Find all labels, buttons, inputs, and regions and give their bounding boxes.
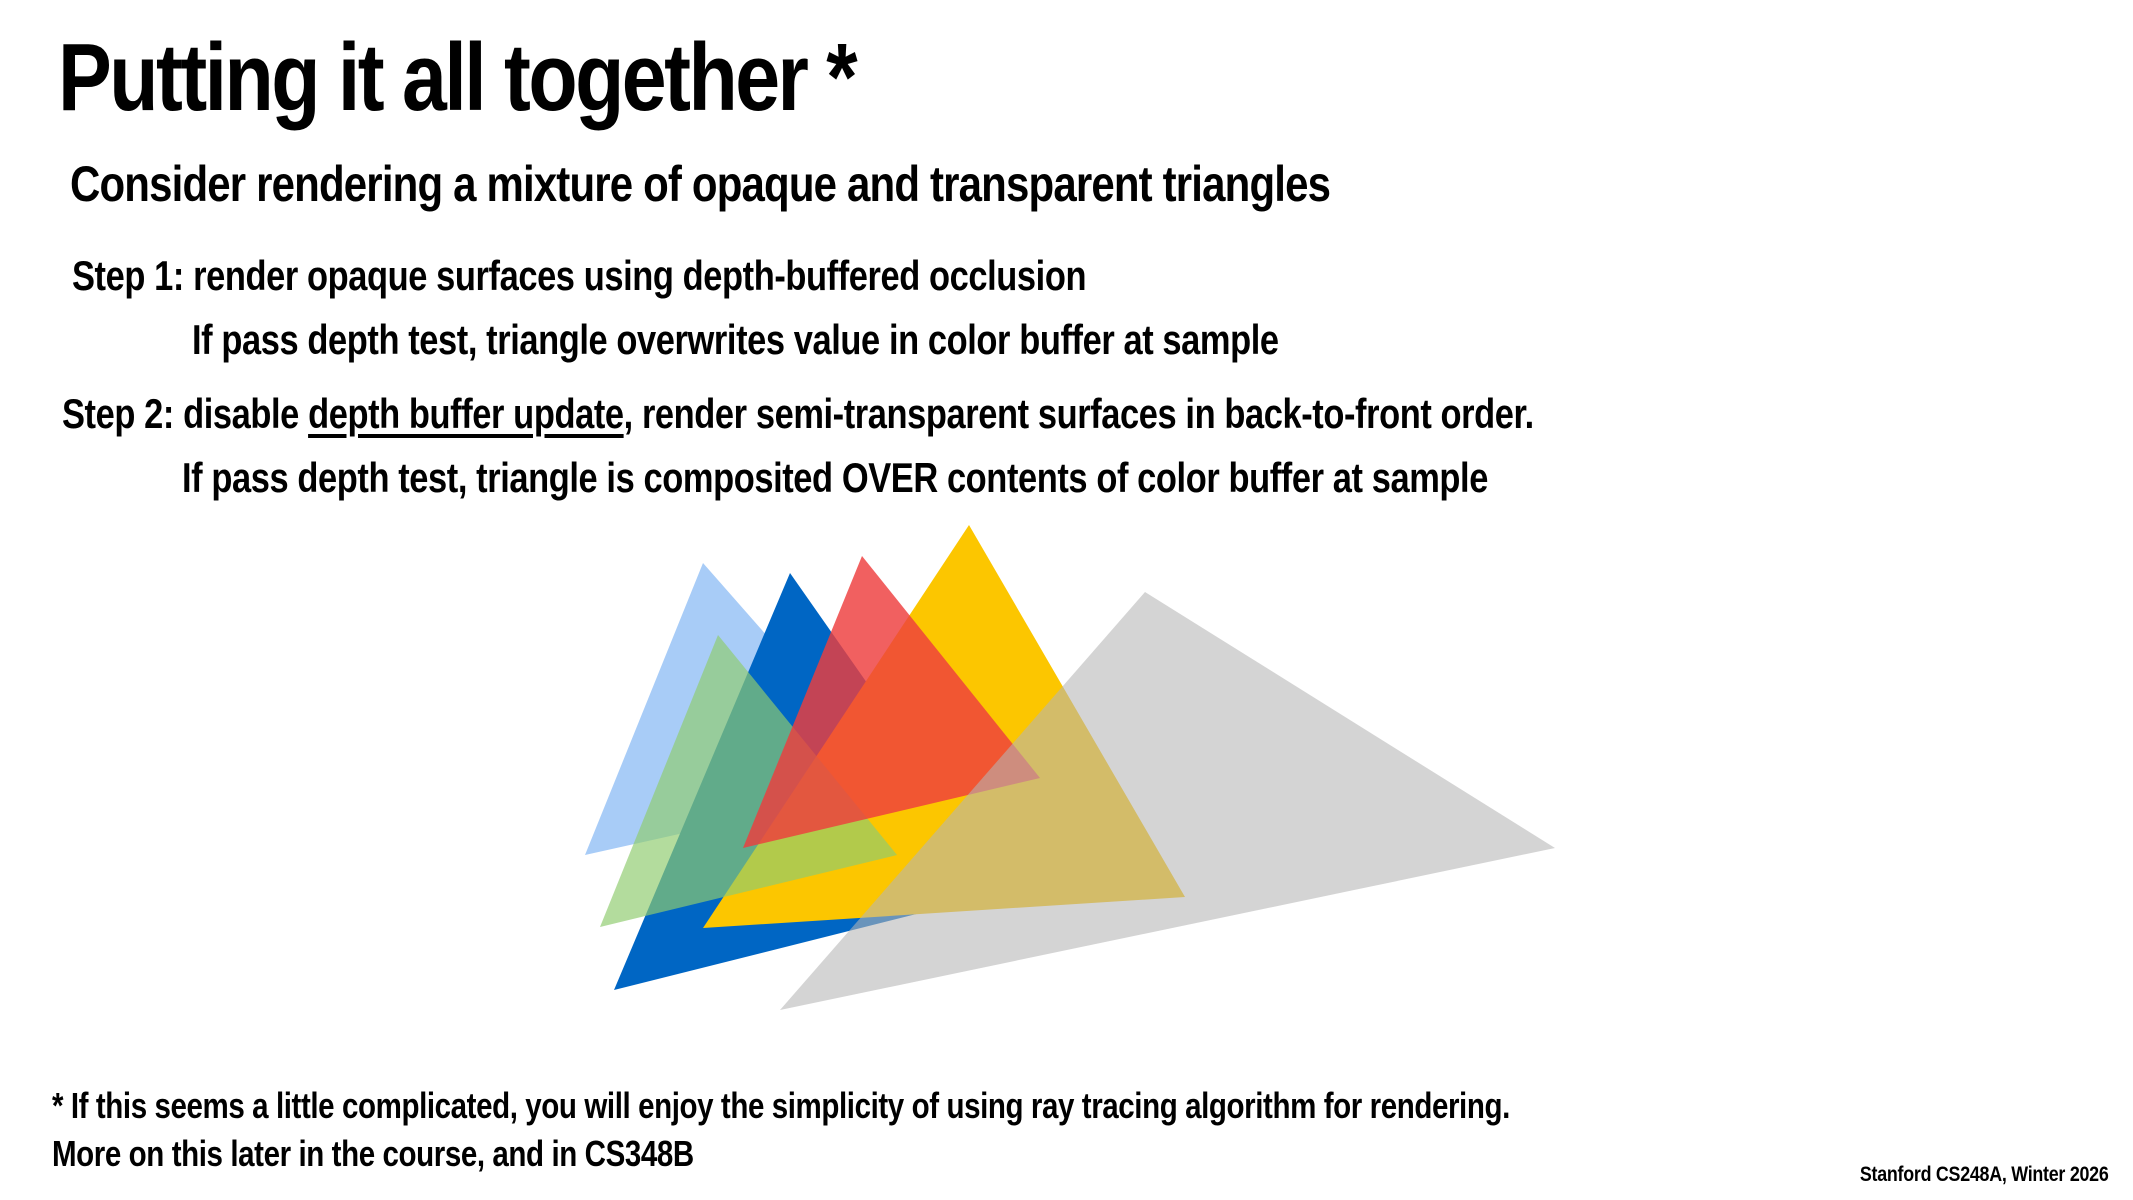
triangle-red — [743, 556, 1040, 848]
footnote-line-1: * If this seems a little complicated, yo… — [52, 1085, 1510, 1126]
step-2-suffix: , render semi-transparent surfaces in ba… — [623, 390, 1535, 437]
triangle-light-green — [600, 635, 897, 927]
step-2-detail: If pass depth test, triangle is composit… — [182, 454, 1488, 501]
slide-title: Putting it all together * — [58, 24, 858, 131]
step-2-underlined-term: depth buffer update — [308, 390, 624, 437]
footnote: * If this seems a little complicated, yo… — [52, 1082, 1510, 1178]
triangle-gray — [780, 592, 1555, 1010]
footnote-line-2: More on this later in the course, and in… — [52, 1133, 694, 1174]
step-2-prefix: Step 2: disable — [62, 390, 309, 437]
course-credit: Stanford CS248A, Winter 2026 — [1860, 1163, 2109, 1186]
step-1-detail: If pass depth test, triangle overwrites … — [192, 316, 1279, 363]
slide-subtitle: Consider rendering a mixture of opaque a… — [70, 156, 1331, 212]
step-1-text: Step 1: render opaque surfaces using dep… — [72, 252, 1087, 299]
step-2-text: Step 2: disable depth buffer update, ren… — [62, 390, 1534, 438]
